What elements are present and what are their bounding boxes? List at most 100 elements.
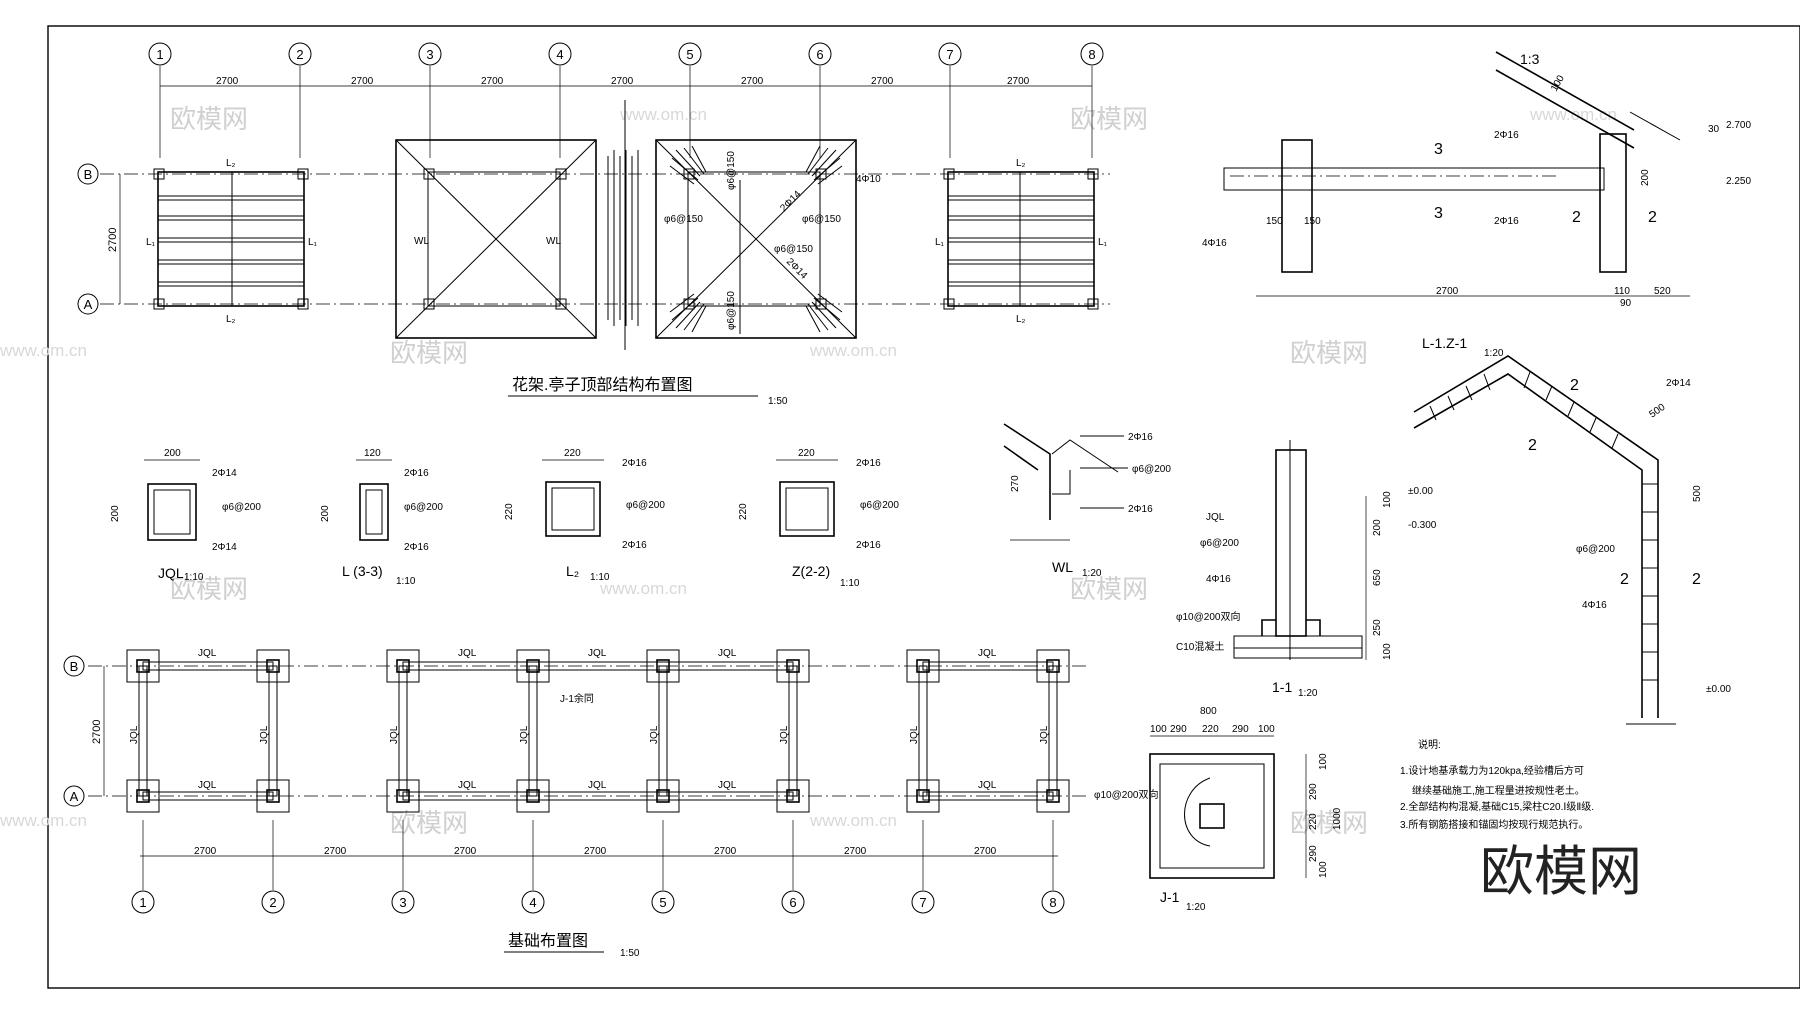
svg-text:φ6@200: φ6@200 bbox=[404, 502, 443, 513]
svg-text:WL: WL bbox=[1052, 559, 1073, 575]
beam-label: JQL bbox=[909, 725, 920, 744]
axis-bubble-bottom bbox=[651, 890, 675, 914]
beam-label: JQL bbox=[1039, 725, 1050, 744]
svg-text:2Φ16: 2Φ16 bbox=[1494, 216, 1519, 227]
svg-text:200: 200 bbox=[164, 448, 181, 459]
svg-text:www.om.cn: www.om.cn bbox=[809, 811, 897, 830]
svg-text:2Φ14: 2Φ14 bbox=[778, 189, 804, 215]
svg-text:2Φ16: 2Φ16 bbox=[404, 468, 429, 479]
svg-text:2Φ16: 2Φ16 bbox=[1128, 504, 1153, 515]
axis-label-bottom: 1 bbox=[139, 895, 146, 910]
svg-text:φ6@200: φ6@200 bbox=[860, 500, 899, 511]
detail-section-1-1: JQL φ6@200 4Φ16 φ10@200双向 C10混凝土 ±0.00 -… bbox=[1176, 440, 1437, 699]
svg-text:±0.00: ±0.00 bbox=[1706, 684, 1731, 695]
svg-text:3: 3 bbox=[1434, 141, 1443, 158]
svg-text:100: 100 bbox=[1382, 491, 1393, 508]
svg-text:4Φ16: 4Φ16 bbox=[1582, 600, 1607, 611]
footing bbox=[516, 649, 550, 683]
span-dim-bottom: 2700 bbox=[454, 846, 477, 857]
svg-text:100: 100 bbox=[1150, 724, 1167, 735]
axis-bubble-top bbox=[418, 42, 442, 66]
svg-text:4Φ16: 4Φ16 bbox=[1202, 238, 1227, 249]
svg-text:2Φ16: 2Φ16 bbox=[404, 542, 429, 553]
footing bbox=[1036, 649, 1070, 683]
beam-label: JQL bbox=[458, 648, 477, 659]
svg-text:1:20: 1:20 bbox=[1484, 348, 1504, 359]
svg-text:1:20: 1:20 bbox=[1186, 902, 1206, 913]
svg-text:1:3: 1:3 bbox=[1520, 51, 1540, 67]
svg-text:2: 2 bbox=[1570, 377, 1579, 394]
axis-bubble-top bbox=[288, 42, 312, 66]
svg-text:φ6@200: φ6@200 bbox=[1132, 464, 1171, 475]
svg-text:1:10: 1:10 bbox=[840, 578, 860, 589]
svg-text:2.700: 2.700 bbox=[1726, 120, 1751, 131]
svg-text:www.om.cn: www.om.cn bbox=[0, 341, 87, 360]
svg-text:1.设计地基承载力为120kpa,经验槽后方可: 1.设计地基承载力为120kpa,经验槽后方可 bbox=[1400, 764, 1584, 777]
svg-text:100: 100 bbox=[1382, 643, 1393, 660]
watermarks: 欧模网 www.om.cn 欧模网 www.om.cn 欧模网 www.om.c… bbox=[0, 104, 1617, 838]
svg-text:290: 290 bbox=[1232, 724, 1249, 735]
svg-text:L₂: L₂ bbox=[566, 563, 579, 579]
svg-text:220: 220 bbox=[1202, 724, 1219, 735]
beam-label: JQL bbox=[519, 725, 530, 744]
axis-bubble-bottom bbox=[521, 890, 545, 914]
svg-text:220: 220 bbox=[738, 503, 749, 520]
svg-text:φ6@150: φ6@150 bbox=[726, 151, 737, 190]
axis-bubble-top bbox=[808, 42, 832, 66]
svg-text:J-1: J-1 bbox=[1160, 889, 1180, 905]
svg-text:290: 290 bbox=[1170, 724, 1187, 735]
svg-text:2Φ16: 2Φ16 bbox=[856, 540, 881, 551]
svg-text:2Φ16: 2Φ16 bbox=[856, 458, 881, 469]
svg-text:290: 290 bbox=[1308, 783, 1319, 800]
svg-text:欧模网: 欧模网 bbox=[390, 338, 468, 368]
axis-label-top: 7 bbox=[946, 47, 953, 62]
svg-text:100: 100 bbox=[1318, 753, 1329, 770]
axis-bubble-top bbox=[148, 42, 172, 66]
svg-text:2Φ14: 2Φ14 bbox=[1666, 378, 1691, 389]
svg-text:500: 500 bbox=[1647, 402, 1667, 421]
svg-text:800: 800 bbox=[1200, 706, 1217, 717]
svg-text:www.om.cn: www.om.cn bbox=[809, 341, 897, 360]
beam-label: JQL bbox=[978, 648, 997, 659]
svg-text:4Φ10: 4Φ10 bbox=[856, 174, 881, 185]
axis-label-top: 2 bbox=[296, 47, 303, 62]
footing bbox=[126, 779, 160, 813]
span-dim-top: 2700 bbox=[871, 76, 894, 87]
svg-text:L₂: L₂ bbox=[1016, 314, 1026, 325]
svg-text:1:10: 1:10 bbox=[396, 576, 416, 587]
axis-label-bottom: 5 bbox=[659, 895, 666, 910]
footing bbox=[906, 779, 940, 813]
footing bbox=[1036, 779, 1070, 813]
svg-text:φ6@150: φ6@150 bbox=[774, 244, 813, 255]
svg-text:220: 220 bbox=[1308, 813, 1319, 830]
beam-label: JQL bbox=[718, 780, 737, 791]
svg-text:L₁: L₁ bbox=[146, 237, 156, 248]
svg-text:3.所有钢筋搭接和锚固均按现行规范执行。: 3.所有钢筋搭接和锚固均按现行规范执行。 bbox=[1400, 818, 1588, 831]
svg-text:A: A bbox=[70, 789, 79, 804]
axis-bubble-bottom bbox=[911, 890, 935, 914]
svg-text:欧模网: 欧模网 bbox=[170, 574, 248, 604]
svg-text:30: 30 bbox=[1708, 124, 1720, 135]
detail-roof-frame: 2Φ14 500 φ6@200 4Φ16 500 ±0.00 2 2 2 2 bbox=[1413, 355, 1731, 725]
svg-text:200: 200 bbox=[1372, 519, 1383, 536]
axis-label-bottom: 2 bbox=[269, 895, 276, 910]
svg-text:1:50: 1:50 bbox=[768, 396, 788, 407]
axis-label-top: 6 bbox=[816, 47, 823, 62]
svg-text:φ10@200双向: φ10@200双向 bbox=[1094, 788, 1158, 801]
svg-text:2Φ14: 2Φ14 bbox=[212, 542, 237, 553]
footing bbox=[646, 779, 680, 813]
svg-text:JQL: JQL bbox=[158, 565, 184, 581]
axis-bubble-bottom bbox=[1041, 890, 1065, 914]
svg-text:1-1: 1-1 bbox=[1272, 679, 1292, 695]
svg-text:L₁: L₁ bbox=[1098, 237, 1108, 248]
svg-text:欧模网: 欧模网 bbox=[170, 104, 248, 134]
span-dim-bottom: 2700 bbox=[974, 846, 997, 857]
axis-bubble-bottom bbox=[781, 890, 805, 914]
svg-text:继续基础施工,施工程量进按规性老土。: 继续基础施工,施工程量进按规性老土。 bbox=[1412, 784, 1585, 797]
svg-text:4Φ16: 4Φ16 bbox=[1206, 574, 1231, 585]
svg-text:200: 200 bbox=[1640, 169, 1651, 186]
svg-text:φ6@150: φ6@150 bbox=[802, 214, 841, 225]
svg-text:欧模网: 欧模网 bbox=[1290, 808, 1368, 838]
svg-text:1:10: 1:10 bbox=[184, 572, 204, 583]
